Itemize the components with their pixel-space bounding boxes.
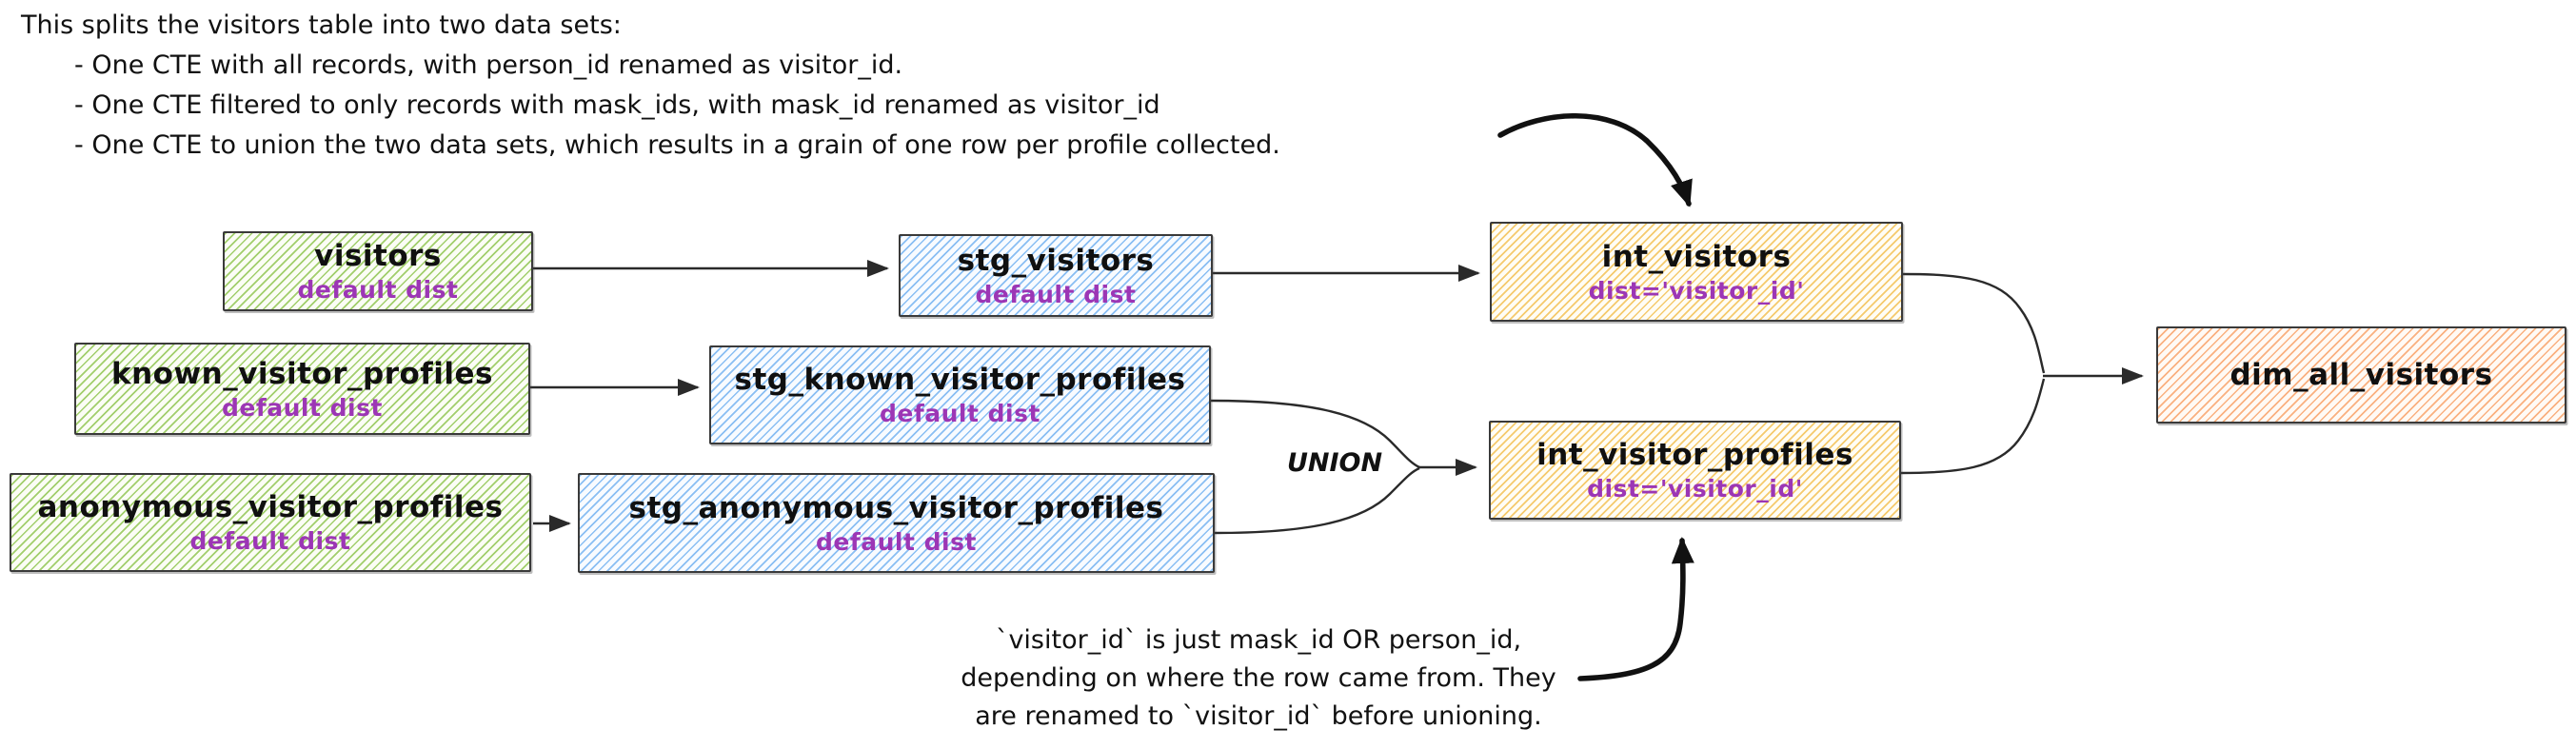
node-title: anonymous_visitor_profiles <box>37 490 504 524</box>
node-anonymous-visitor-profiles: anonymous_visitor_profiles default dist <box>10 473 531 572</box>
node-subtitle: default dist <box>816 527 977 556</box>
node-title: int_visitors <box>1601 239 1792 274</box>
node-title: stg_anonymous_visitor_profiles <box>628 490 1164 525</box>
node-subtitle: default dist <box>297 276 459 304</box>
node-int-visitor-profiles: int_visitor_profiles dist='visitor_id' <box>1489 421 1901 520</box>
curve-stg-anonymous-to-union <box>1214 466 1420 535</box>
note-line: depending on where the row came from. Th… <box>961 663 1556 693</box>
node-known-visitor-profiles: known_visitor_profiles default dist <box>74 343 530 435</box>
node-int-visitors: int_visitors dist='visitor_id' <box>1490 222 1903 322</box>
node-title: known_visitor_profiles <box>111 356 493 391</box>
node-subtitle: dist='visitor_id' <box>1587 475 1803 503</box>
note-line: are renamed to `visitor_id` before union… <box>975 701 1542 731</box>
union-label: UNION <box>1286 448 1383 478</box>
node-subtitle: default dist <box>222 393 383 422</box>
node-visitors: visitors default dist <box>223 231 533 311</box>
note-line: - One CTE filtered to only records with … <box>74 90 1160 120</box>
node-stg-anonymous-visitor-profiles: stg_anonymous_visitor_profiles default d… <box>578 473 1215 573</box>
node-title: visitors <box>314 239 442 273</box>
diagram-note-top: This splits the visitors table into two … <box>21 6 1280 166</box>
node-title: stg_known_visitor_profiles <box>734 363 1186 397</box>
curve-int-visitors-to-dim <box>1902 272 2046 374</box>
note-line: - One CTE to union the two data sets, wh… <box>74 130 1280 160</box>
node-subtitle: default dist <box>880 400 1040 427</box>
diagram-note-bottom: `visitor_id` is just mask_id OR person_i… <box>904 621 1613 736</box>
arrow-top-note-to-int-visitors <box>1497 112 1693 207</box>
node-subtitle: default dist <box>189 527 351 555</box>
node-title: int_visitor_profiles <box>1536 438 1853 472</box>
node-stg-visitors: stg_visitors default dist <box>899 234 1213 317</box>
note-line: `visitor_id` is just mask_id OR person_i… <box>995 625 1522 655</box>
node-subtitle: default dist <box>975 280 1137 308</box>
node-stg-known-visitor-profiles: stg_known_visitor_profiles default dist <box>709 345 1211 444</box>
note-line: - One CTE with all records, with person_… <box>74 50 903 80</box>
note-line: This splits the visitors table into two … <box>21 10 622 40</box>
curve-int-visitor-profiles-to-dim <box>1900 378 2046 475</box>
node-title: dim_all_visitors <box>2229 358 2493 392</box>
node-title: stg_visitors <box>957 243 1155 278</box>
node-dim-all-visitors: dim_all_visitors <box>2156 326 2566 424</box>
node-subtitle: dist='visitor_id' <box>1588 276 1805 305</box>
